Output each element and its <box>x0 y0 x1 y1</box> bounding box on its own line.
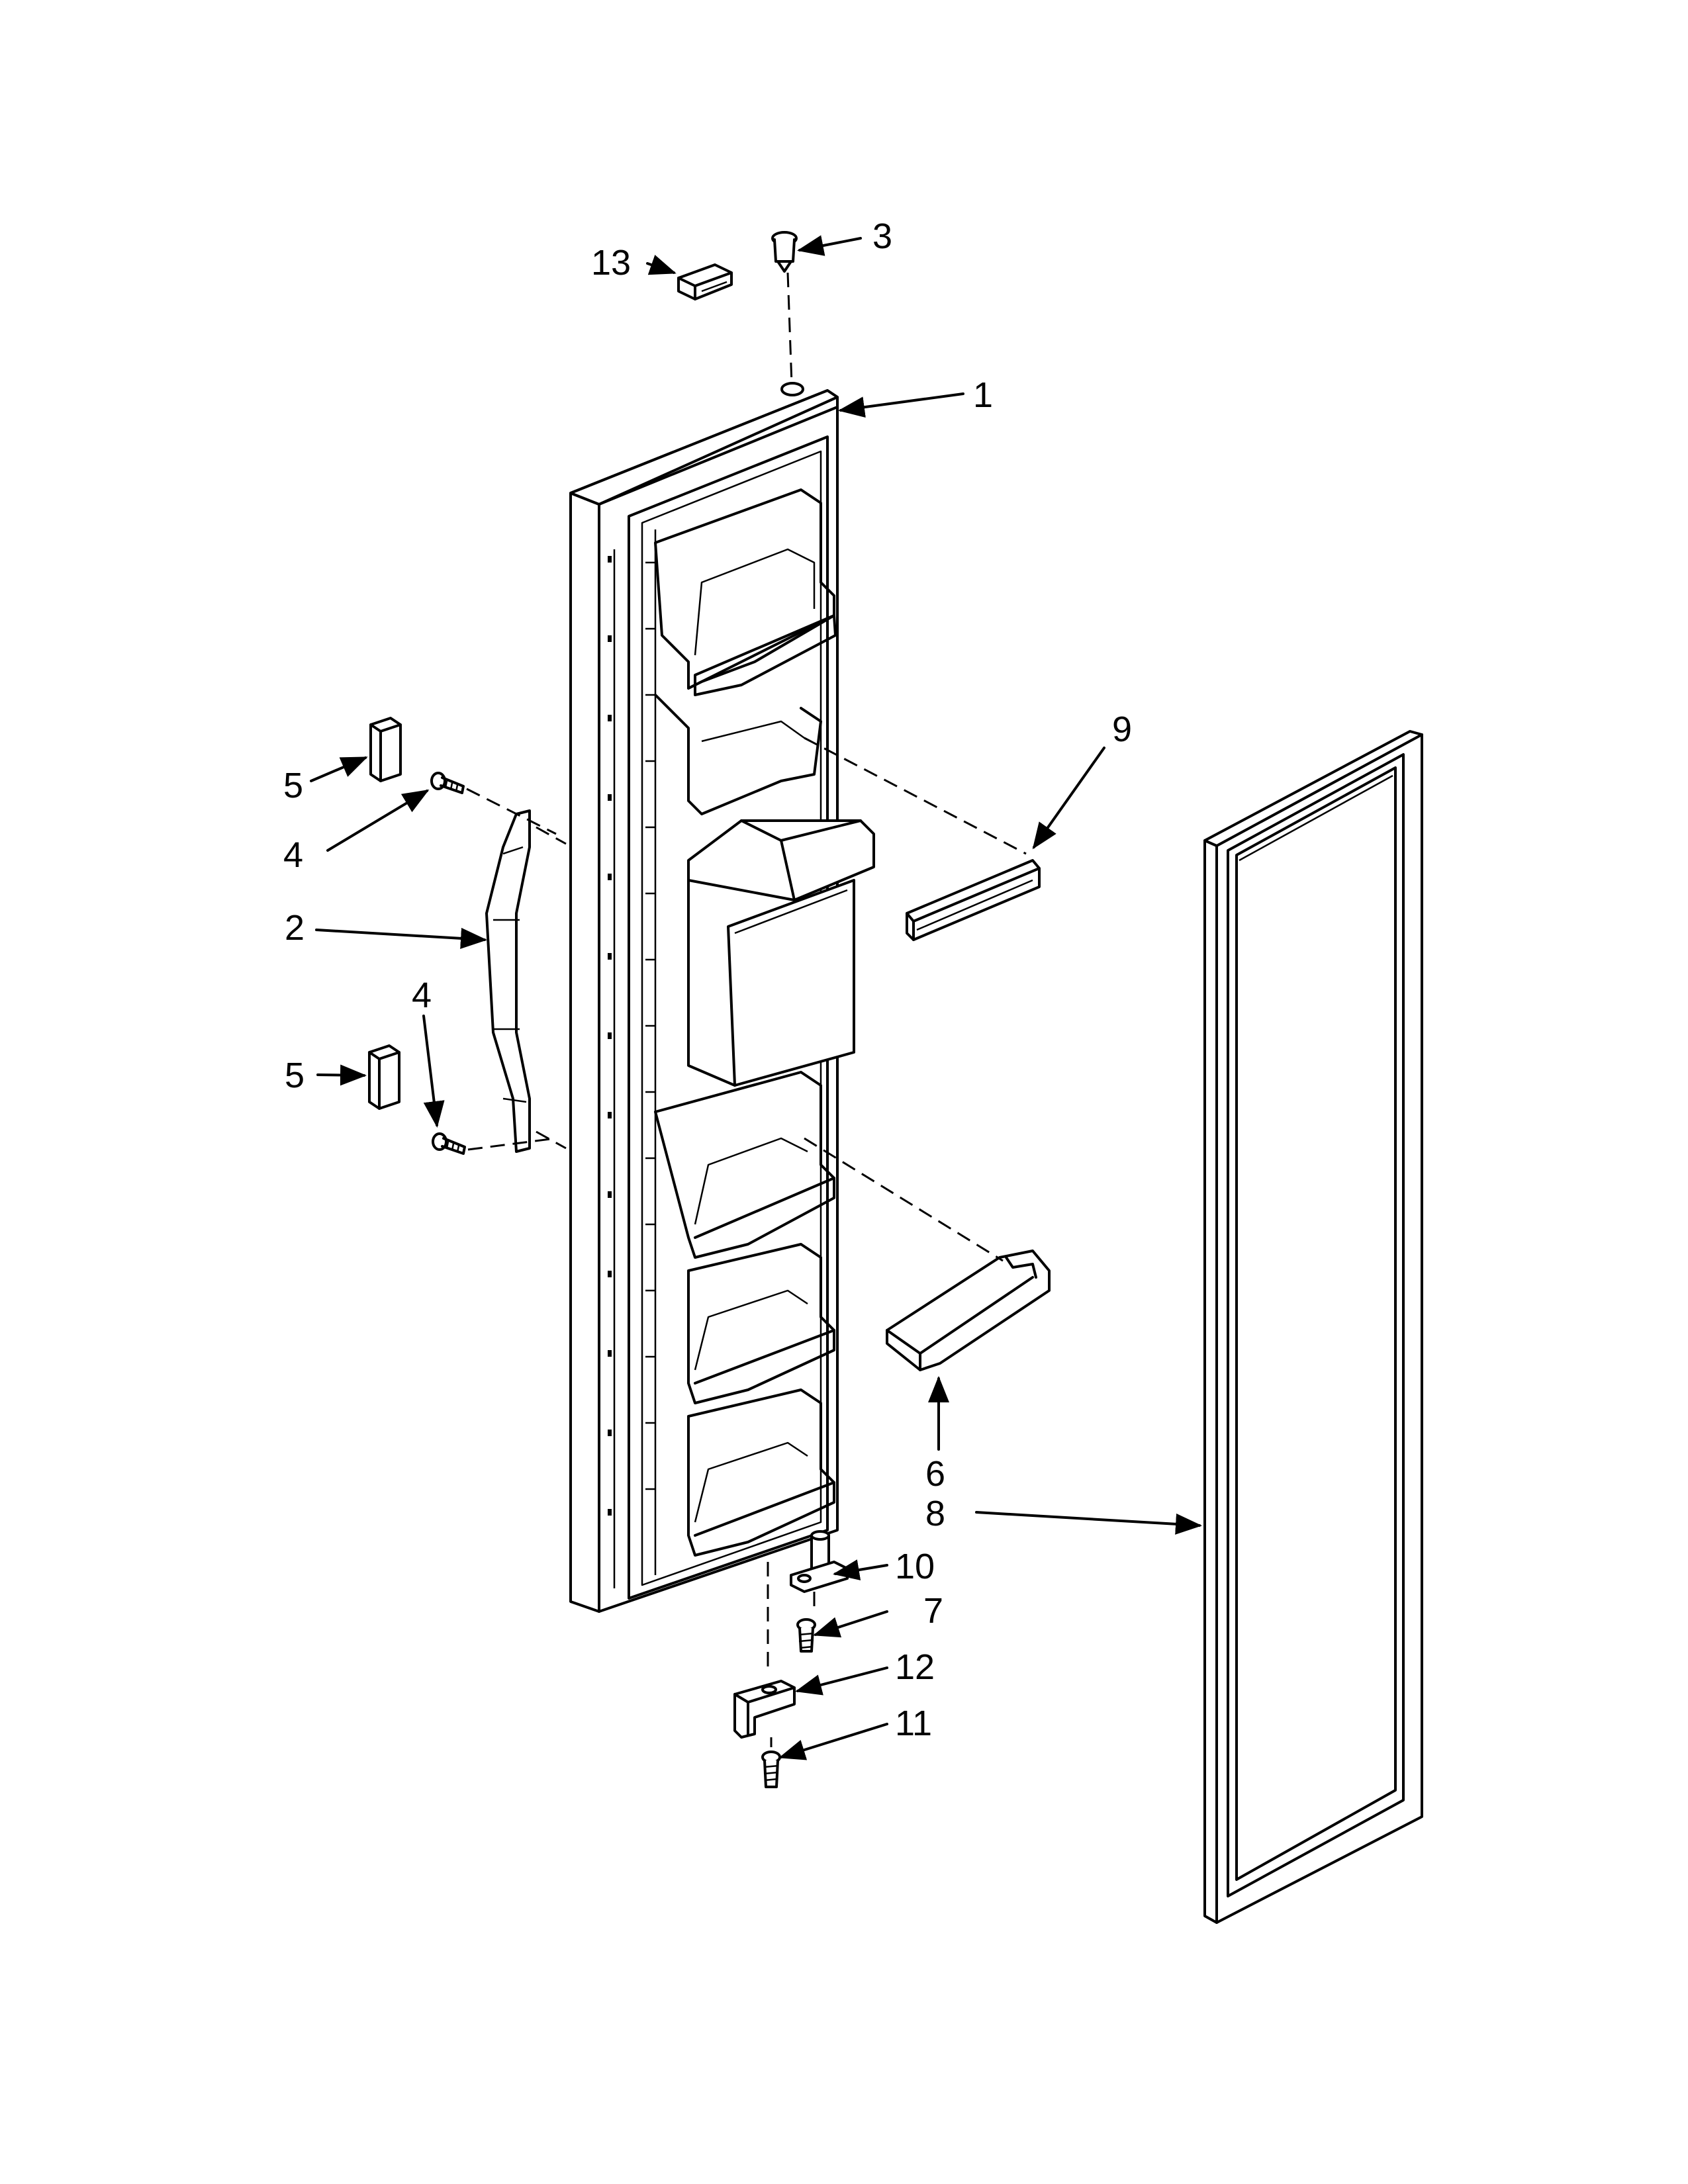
part-4-lower-screw <box>432 1132 466 1155</box>
part-12-hinge <box>733 1680 796 1739</box>
callout-2: 2 <box>285 908 305 948</box>
part-3-plug <box>771 231 798 273</box>
callout-4-lower: 4 <box>412 976 432 1015</box>
part-11-screw <box>761 1751 781 1788</box>
callout-7: 7 <box>923 1591 943 1631</box>
callout-12: 12 <box>895 1647 935 1687</box>
part-5-upper-clip <box>369 717 402 782</box>
callout-11: 11 <box>895 1704 932 1743</box>
door-assembly <box>569 382 875 1613</box>
callout-4-upper: 4 <box>283 835 303 875</box>
part-7-screw <box>796 1618 816 1653</box>
callout-leaders <box>310 235 1202 1760</box>
callout-3: 3 <box>872 216 892 256</box>
part-4-upper-screw <box>430 772 465 794</box>
callout-5-upper: 5 <box>283 766 303 805</box>
callout-13: 13 <box>591 243 631 283</box>
callout-8: 8 <box>925 1494 945 1533</box>
callout-5-lower: 5 <box>285 1056 305 1095</box>
part-5-lower-clip <box>368 1044 400 1110</box>
callout-labels: 13 3 1 9 5 4 2 4 5 6 8 10 7 12 11 <box>283 216 1132 1743</box>
part-8-gasket <box>1203 730 1423 1924</box>
part-6-bin <box>886 1250 1051 1371</box>
part-13-block <box>677 263 733 300</box>
part-2-handle <box>485 809 531 1153</box>
callout-9: 9 <box>1112 709 1132 749</box>
part-9-bar <box>906 859 1041 941</box>
callout-1: 1 <box>973 375 993 415</box>
callout-6: 6 <box>925 1454 945 1494</box>
callout-10: 10 <box>895 1547 935 1586</box>
